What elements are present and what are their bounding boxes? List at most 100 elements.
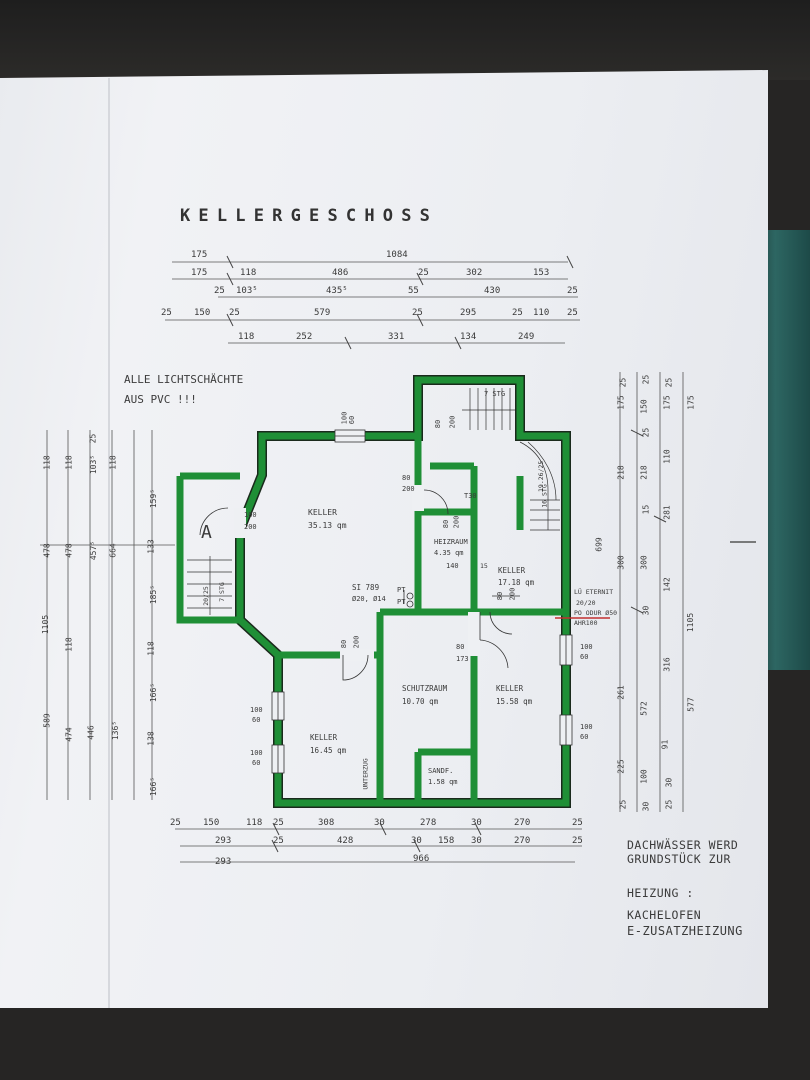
dim-top-4-e: 25 [412,308,423,318]
dim-right-3-c: 110 [662,449,672,464]
door-label-width: 100 [244,511,257,519]
dim-right-3-f: 316 [662,657,672,672]
page-title: KELLERGESCHOSS [180,206,439,226]
dim-top-4-a: 25 [161,308,172,318]
lu-dim-label: 20/20 [576,599,596,607]
dim-right-1-a: 25 [618,377,628,388]
dim-top-3-b: 103⁵ [236,286,258,296]
window-top-height: 60 [348,415,357,425]
dim-top-2-c: 486 [332,268,349,278]
si-dim-label: Ø20, Ø14 [352,595,386,603]
heizraum-dim-140: 140 [446,562,459,570]
stair-top-label: 7 STG [484,390,506,398]
side-note-drainage-1: DACHWÄSSER WERD [627,838,739,852]
door-f-height: 200 [508,587,517,601]
dim-top-4-b: 150 [194,308,211,318]
stairs [187,388,560,615]
dim-bottom-2-e: 158 [438,836,455,846]
table-surface-top [0,0,810,80]
dim-top-2-a: 175 [191,268,208,278]
dim-bottom-2-b: 25 [273,836,284,846]
room-keller-4-name: KELLER [310,733,338,742]
door-c-height: 200 [448,415,457,429]
room-keller-1-area: 35.13 qm [308,521,347,530]
dim-top-1-a: 175 [191,250,208,260]
door-b-height: 200 [402,485,415,493]
dim-bottom-1-a: 25 [170,818,181,828]
dim-top-2-f: 153 [533,268,550,278]
door-t30-label: T30 [464,492,477,500]
room-heizraum-area: 4.35 qm [434,549,464,557]
dim-top-5-a: 118 [238,332,255,342]
dim-left-1-b: 478 [42,543,52,558]
lu-label: LÜ ETERNIT [574,588,614,596]
dim-top-2-b: 118 [240,268,257,278]
door-e-width: 80 [340,639,349,649]
ahr-label: AHR100 [574,619,598,627]
dim-right-4-b: 699 [594,537,604,552]
window-l2-width: 100 [250,749,263,757]
dim-left-2-a: 118 [64,455,74,470]
dim-right-3-g: 91 [660,739,670,750]
dim-right-2-e: 15 [641,504,651,515]
dim-top-2-d: 25 [418,268,429,278]
door-label-height: 200 [244,523,257,531]
dim-left-4-c: 136⁵ [111,720,121,741]
dim-left-3-d: 446 [86,725,96,740]
door-b-width: 80 [402,474,411,482]
dim-top-5-e: 249 [518,332,535,342]
room-schutzraum-area: 10.70 qm [402,697,439,706]
dim-left-1-c: 1105 [41,614,51,635]
dim-right-1-b: 175 [616,395,626,410]
room-keller-4-area: 16.45 qm [310,746,347,755]
dim-top-5-b: 252 [296,332,313,342]
dim-bottom-1-h: 30 [471,818,482,828]
window-r1-width: 100 [580,643,593,651]
paper-sheet [0,70,768,1008]
pt-label-2: PT [397,598,406,606]
stair-left-label: 7 STG [217,582,226,602]
dim-left-5-f: 138 [146,731,156,746]
dim-left-1-a: 118 [42,455,52,470]
unterzug-label: UNTERZUG [361,758,370,790]
dim-left-2-b: 478 [64,543,74,558]
dim-top-3-f: 25 [567,286,578,296]
heizraum-dim-15: 15 [480,562,488,570]
dim-bottom-1-j: 25 [572,818,583,828]
dim-bottom-1-c: 118 [246,818,263,828]
door-g-width: 80 [456,643,465,651]
dim-right-2-a: 25 [641,374,651,385]
dim-top-3-d: 55 [408,286,419,296]
window-l1-width: 100 [250,706,263,714]
room-sandfang-name: SANDF. [428,767,454,775]
dim-top-3-a: 25 [214,286,225,296]
dim-top-4-f: 295 [460,308,477,318]
door-d-width: 80 [442,519,451,529]
wall-openings [234,430,572,773]
dim-top-4-d: 579 [314,308,331,318]
dim-right-2-d: 218 [639,465,649,480]
dim-right-4-d: 577 [686,697,696,712]
dim-top-1-b: 1084 [386,250,408,260]
room-sandfang-area: 1.58 qm [428,778,458,786]
room-keller-2-area: 17.18 qm [498,578,535,587]
side-note-stove: KACHELOFEN [627,908,702,922]
dim-right-2-b: 150 [639,399,649,414]
room-schutzraum-name: SCHUTZRAUM [402,684,448,693]
side-note-drainage-2: GRUNDSTÜCK ZUR [627,852,731,866]
dim-top-2-e: 302 [466,268,483,278]
dim-left-4-a: 118 [108,455,118,470]
window-l1-height: 60 [252,716,261,724]
window-top-width: 100 [340,411,349,425]
dim-right-2-f: 300 [639,555,649,570]
dim-right-1-g: 25 [618,799,628,810]
dim-bottom-1-d: 25 [273,818,284,828]
po-label: PO ODUR Ø50 [574,609,618,617]
dim-left-1-d: 589 [42,713,52,728]
dim-right-3-b: 175 [662,395,672,410]
dim-left-5-a: 159⁵ [149,488,159,509]
room-keller-3-area: 15.58 qm [496,697,533,706]
dim-bottom-1-f: 30 [374,818,385,828]
side-note-heating: HEIZUNG : [627,886,694,900]
